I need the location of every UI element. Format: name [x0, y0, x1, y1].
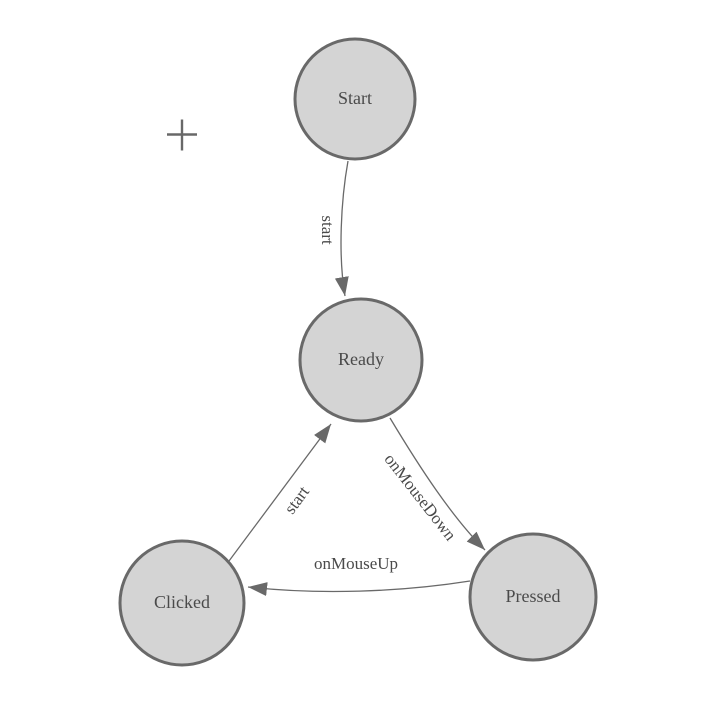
node-pressed[interactable]: Pressed: [468, 532, 598, 662]
node-start[interactable]: Start: [293, 37, 417, 161]
node-clicked[interactable]: Clicked: [118, 539, 246, 667]
edge-label-onmouseup: onMouseUp: [314, 554, 398, 573]
edge-label-start-1: start: [318, 215, 337, 245]
edge-label-onmousedown: onMouseDown: [380, 450, 460, 545]
node-ready[interactable]: Ready: [298, 297, 424, 423]
crosshair-icon: [167, 119, 197, 151]
edge-label-start-2: start: [280, 482, 313, 517]
edge-ready-to-pressed[interactable]: onMouseDown: [380, 417, 486, 551]
edge-start-to-ready[interactable]: start: [318, 160, 349, 297]
edge-pressed-to-clicked[interactable]: onMouseUp: [247, 554, 471, 597]
edge-clicked-to-ready[interactable]: start: [228, 423, 332, 562]
